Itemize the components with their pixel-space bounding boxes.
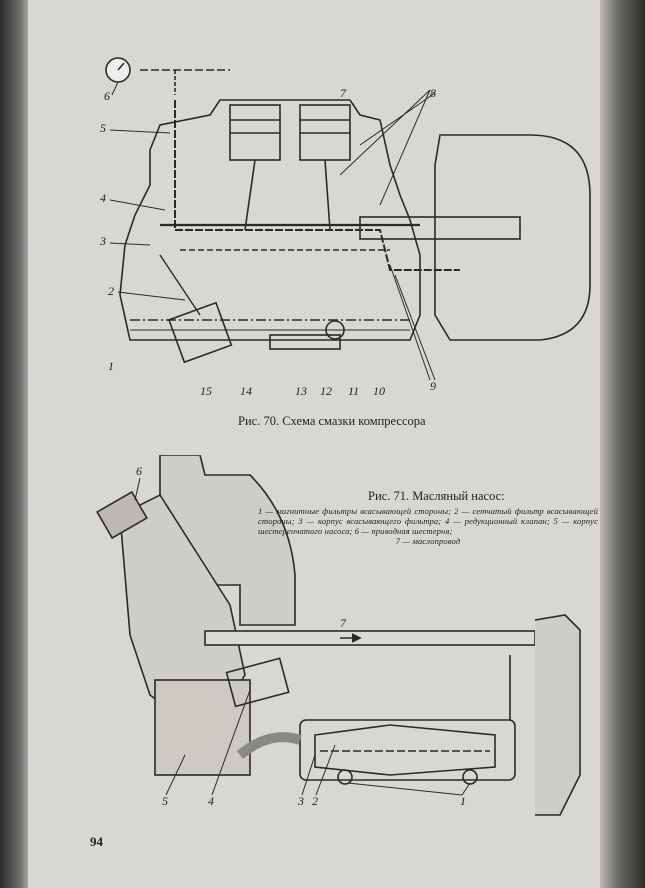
- callout-11: 11: [348, 384, 359, 398]
- callout-6: 6: [104, 89, 110, 103]
- callout-3: 3: [297, 794, 304, 808]
- magnetic-filter-right: [462, 769, 478, 785]
- callout-2: 2: [108, 284, 114, 298]
- callout-2: 2: [312, 794, 318, 808]
- magnetic-filter-left: [337, 769, 353, 785]
- crankcase-outline: [119, 99, 421, 341]
- callout-5: 5: [100, 121, 106, 135]
- mesh-filter-2: [314, 724, 496, 776]
- oil-line: [174, 100, 460, 271]
- callout-15: 15: [200, 384, 212, 398]
- oil-pump: [167, 301, 233, 364]
- callout-6: 6: [136, 464, 142, 478]
- suction-filter: [269, 334, 341, 350]
- reduction-valve: [225, 657, 290, 708]
- callout-5: 5: [162, 794, 168, 808]
- callout-7: 7: [340, 616, 347, 630]
- figure-71-title: Рис. 71. Масляный насос:: [368, 489, 505, 503]
- callout-1: 1: [108, 359, 114, 373]
- filter-housing-3: [299, 719, 516, 781]
- callout-4: 4: [100, 191, 106, 205]
- callout-9: 9: [430, 379, 436, 393]
- page-number: 94: [90, 834, 103, 849]
- figure-71-legend-text: 1 — магнитные фильтры всасывающей сторон…: [258, 506, 598, 536]
- gear-casing: [154, 679, 251, 776]
- callout-13: 13: [295, 384, 307, 398]
- figure-71-legend-last: 7 — маслопровод: [395, 536, 461, 546]
- figure-71-legend: 1 — магнитные фильтры всасывающей сторон…: [258, 506, 598, 546]
- callout-7: 7: [340, 86, 347, 100]
- right-flange: [534, 614, 581, 816]
- callout-8: 8: [430, 86, 436, 100]
- drive-shaft: [359, 216, 521, 240]
- callout-10: 10: [373, 384, 385, 398]
- callout-4: 4: [208, 794, 214, 808]
- binding-shadow: [600, 0, 645, 888]
- callout-1: 1: [460, 794, 466, 808]
- callout-12: 12: [320, 384, 332, 398]
- figure-70-caption: Рис. 70. Схема смазки компрессора: [238, 414, 426, 428]
- figure-70-lubrication-diagram: 6 5 4 3 2 1 7 8 15 14 13 12 11 10 9: [99, 57, 591, 398]
- drive-gear-6: [96, 490, 148, 540]
- callout-14: 14: [240, 384, 252, 398]
- pressure-gauge: [105, 57, 131, 83]
- figure-71-oil-pump-diagram: 6 7 5 4 3 2 1: [96, 455, 581, 816]
- oil-pipeline-7: [204, 630, 536, 646]
- callout-3: 3: [99, 234, 106, 248]
- motor-housing: [434, 134, 591, 341]
- book-page: [28, 0, 618, 888]
